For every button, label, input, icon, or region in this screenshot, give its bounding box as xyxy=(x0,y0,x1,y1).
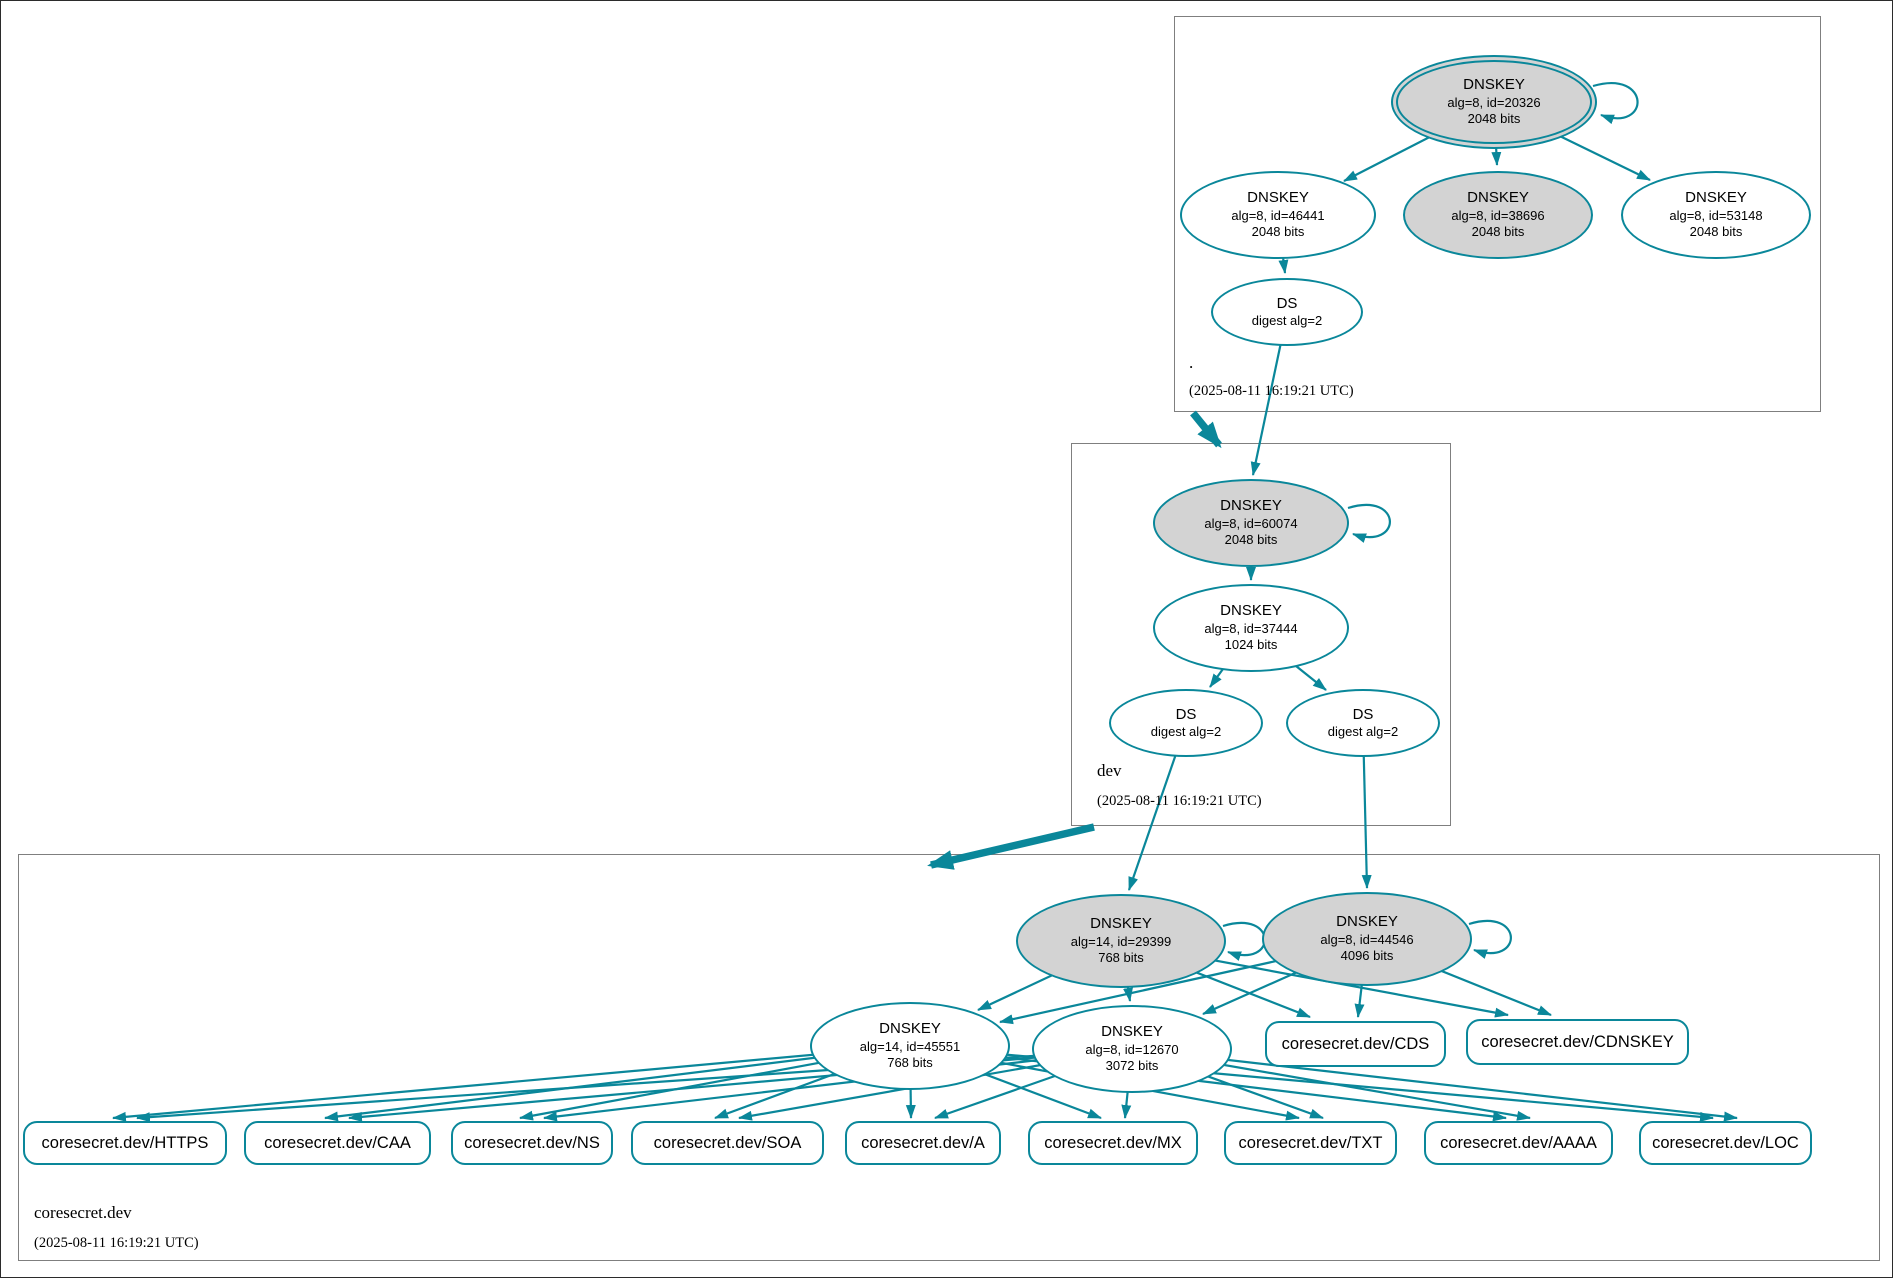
rrset-soa-node[interactable]: coresecret.dev/SOA xyxy=(631,1121,824,1165)
node-bits: 768 bits xyxy=(887,1055,933,1071)
dnskey-20326-node[interactable]: DNSKEY alg=8, id=20326 2048 bits xyxy=(1391,55,1597,149)
rrset-aaaa-node[interactable]: coresecret.dev/AAAA xyxy=(1424,1121,1613,1165)
node-title: DNSKEY xyxy=(1463,76,1525,94)
zone-box-root xyxy=(1174,16,1821,412)
dnskey-53148-node[interactable]: DNSKEY alg=8, id=53148 2048 bits xyxy=(1621,171,1811,259)
rrset-mx-node[interactable]: coresecret.dev/MX xyxy=(1028,1121,1198,1165)
selfloop-dnskey-20326 xyxy=(1592,82,1639,125)
node-alg: alg=8, id=46441 xyxy=(1231,208,1325,224)
dnskey-12670-node[interactable]: DNSKEY alg=8, id=12670 3072 bits xyxy=(1032,1005,1232,1093)
rrset-loc-node[interactable]: coresecret.dev/LOC xyxy=(1639,1121,1812,1165)
rrset-cds-node[interactable]: coresecret.dev/CDS xyxy=(1265,1021,1446,1067)
rrset-a-node[interactable]: coresecret.dev/A xyxy=(845,1121,1001,1165)
node-bits: 768 bits xyxy=(1098,950,1144,966)
dnskey-29399-node[interactable]: DNSKEY alg=14, id=29399 768 bits xyxy=(1016,894,1226,988)
node-alg: alg=8, id=44546 xyxy=(1320,932,1414,948)
node-title: DS xyxy=(1175,705,1197,723)
rrset-ns-node[interactable]: coresecret.dev/NS xyxy=(451,1121,613,1165)
dnskey-38696-node[interactable]: DNSKEY alg=8, id=38696 2048 bits xyxy=(1403,171,1593,259)
node-digest: digest alg=2 xyxy=(1327,724,1399,740)
node-alg: alg=8, id=38696 xyxy=(1451,208,1545,224)
node-title: DNSKEY xyxy=(1467,189,1529,207)
delegation-arrow-dev-coresecret xyxy=(927,823,1095,870)
node-alg: alg=14, id=45551 xyxy=(859,1039,961,1055)
node-alg: alg=8, id=53148 xyxy=(1669,208,1763,224)
node-title: DNSKEY xyxy=(879,1020,941,1038)
edge-45551-caa xyxy=(324,1044,911,1122)
ds-dev-left-node[interactable]: DS digest alg=2 xyxy=(1109,689,1263,757)
delegation-arrow-root-dev xyxy=(1190,410,1222,449)
node-digest: digest alg=2 xyxy=(1150,724,1222,740)
dnskey-60074-node[interactable]: DNSKEY alg=8, id=60074 2048 bits xyxy=(1153,479,1349,567)
node-bits: 2048 bits xyxy=(1689,224,1743,240)
node-bits: 1024 bits xyxy=(1224,637,1278,653)
rrset-cdnskey-node[interactable]: coresecret.dev/CDNSKEY xyxy=(1466,1019,1689,1065)
rrset-caa-node[interactable]: coresecret.dev/CAA xyxy=(244,1121,431,1165)
node-bits: 2048 bits xyxy=(1251,224,1305,240)
dnskey-37444-node[interactable]: DNSKEY alg=8, id=37444 1024 bits xyxy=(1153,584,1349,672)
node-alg: alg=8, id=20326 xyxy=(1447,95,1541,111)
zone-label-root: . xyxy=(1189,353,1194,372)
selfloop-dnskey-29399 xyxy=(1222,921,1266,961)
node-title: DNSKEY xyxy=(1220,602,1282,620)
node-bits: 2048 bits xyxy=(1471,224,1525,240)
node-bits: 3072 bits xyxy=(1105,1058,1159,1074)
edge-12670-ns xyxy=(543,1047,1133,1122)
node-alg: alg=8, id=12670 xyxy=(1085,1042,1179,1058)
rrset-txt-node[interactable]: coresecret.dev/TXT xyxy=(1224,1121,1397,1165)
zone-timestamp-root: (2025-08-11 16:19:21 UTC) xyxy=(1189,383,1354,399)
node-alg: alg=8, id=37444 xyxy=(1204,621,1298,637)
ds-dev-right-node[interactable]: DS digest alg=2 xyxy=(1286,689,1440,757)
node-title: DS xyxy=(1276,294,1298,312)
selfloop-dnskey-44546 xyxy=(1468,919,1512,959)
zone-timestamp-coresecret-dev: (2025-08-11 16:19:21 UTC) xyxy=(34,1235,199,1251)
node-alg: alg=14, id=29399 xyxy=(1070,934,1172,950)
node-bits: 2048 bits xyxy=(1467,111,1521,127)
node-title: DNSKEY xyxy=(1685,189,1747,207)
node-digest: digest alg=2 xyxy=(1251,313,1323,329)
node-alg: alg=8, id=60074 xyxy=(1204,516,1298,532)
edge-12670-loc xyxy=(1131,1047,1738,1122)
node-title: DNSKEY xyxy=(1090,915,1152,933)
rrset-https-node[interactable]: coresecret.dev/HTTPS xyxy=(23,1121,227,1165)
edge-45551-https xyxy=(112,1044,911,1122)
node-title: DNSKEY xyxy=(1220,497,1282,515)
node-title: DNSKEY xyxy=(1336,913,1398,931)
node-title: DS xyxy=(1352,705,1374,723)
node-title: DNSKEY xyxy=(1247,189,1309,207)
node-title: DNSKEY xyxy=(1101,1023,1163,1041)
selfloop-dnskey-60074 xyxy=(1347,503,1391,543)
zone-box-dev xyxy=(1071,443,1451,826)
zone-label-dev: dev xyxy=(1097,761,1122,780)
zone-label-coresecret-dev: coresecret.dev xyxy=(34,1203,132,1222)
node-bits: 2048 bits xyxy=(1224,532,1278,548)
dnskey-46441-node[interactable]: DNSKEY alg=8, id=46441 2048 bits xyxy=(1180,171,1376,259)
ds-root-node[interactable]: DS digest alg=2 xyxy=(1211,278,1363,346)
node-bits: 4096 bits xyxy=(1340,948,1394,964)
dnskey-45551-node[interactable]: DNSKEY alg=14, id=45551 768 bits xyxy=(810,1002,1010,1090)
dnskey-44546-node[interactable]: DNSKEY alg=8, id=44546 4096 bits xyxy=(1262,892,1472,986)
zone-timestamp-dev: (2025-08-11 16:19:21 UTC) xyxy=(1097,793,1262,809)
